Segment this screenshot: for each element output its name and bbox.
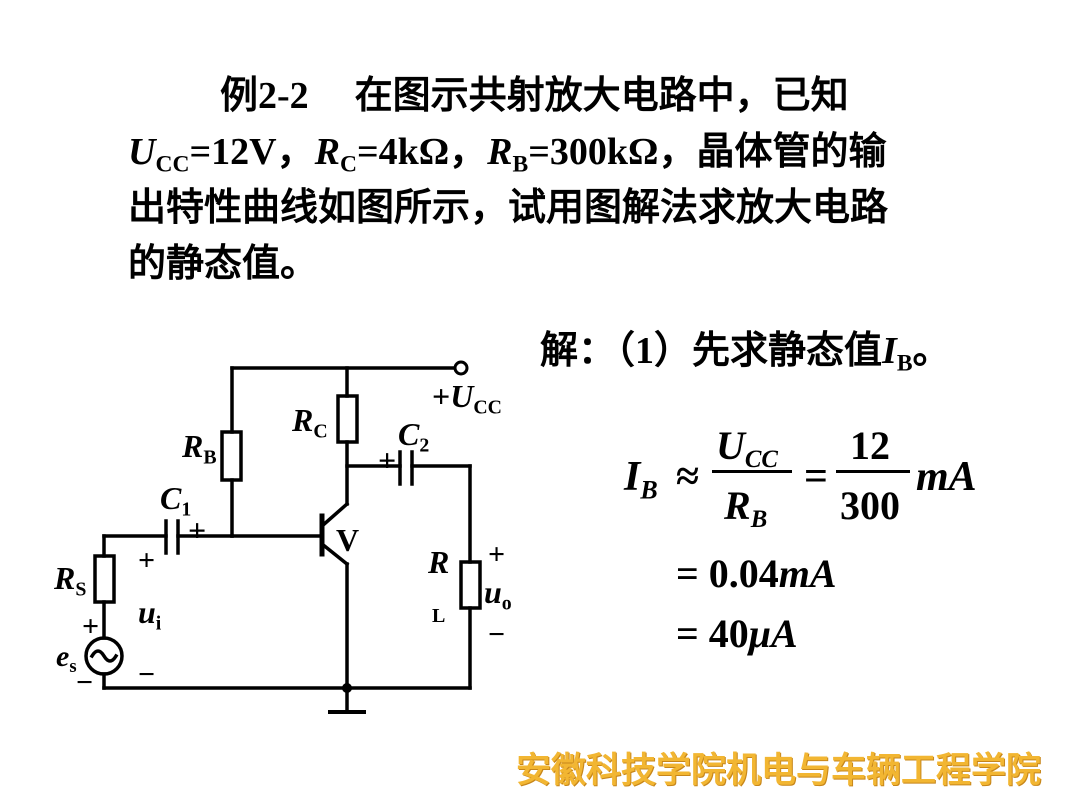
transistor-collector-lead	[319, 501, 350, 529]
ucc-value: =12V，	[189, 131, 315, 173]
c2-label: C2	[398, 416, 430, 457]
rb-value: =300kΩ，	[528, 131, 697, 173]
unit-ma-1: mA	[916, 454, 977, 500]
uo-plus-label: +	[488, 538, 506, 571]
es-plus-label: +	[82, 610, 100, 643]
equals-line-3: = 40μA	[676, 611, 798, 656]
transistor-label: V	[336, 522, 360, 558]
problem-line-2-tail: 晶体管的输	[696, 131, 887, 173]
transistor-emitter-lead	[319, 541, 350, 567]
solution-panel: 解：（1）先求静态值IB。 IB ≈ UCC RB = 12 300 mA = …	[540, 310, 1080, 670]
rc-symbol: R	[314, 131, 340, 173]
c2-polarity-label: +	[378, 442, 397, 478]
problem-line-1: 例2-2 在图示共射放大电路中，已知	[220, 70, 849, 122]
fraction2-numerator: 12	[850, 423, 890, 468]
ground-junction-dot	[342, 683, 352, 693]
rl-label-r: R	[428, 544, 450, 580]
vcc-terminal	[453, 360, 469, 376]
example-label: 例2-2	[220, 75, 309, 117]
vcc-label: +UCC	[432, 378, 502, 419]
rc-label: RC	[292, 402, 328, 443]
ui-plus-label: +	[138, 544, 156, 577]
fraction-denominator: RB	[724, 483, 768, 533]
rs-label: RS	[54, 560, 87, 601]
es-minus-label: −	[76, 666, 94, 699]
rc-subscript: C	[339, 151, 357, 178]
uo-label: uo	[484, 574, 512, 615]
ucc-symbol: U	[128, 131, 156, 173]
fraction-numerator: UCC	[716, 423, 778, 473]
problem-line-3: 出特性曲线如图所示，试用图解法求放大电路	[128, 187, 889, 229]
equals-sign: =	[804, 454, 828, 500]
problem-line-4: 的静态值。	[128, 243, 319, 285]
c1-polarity-label: +	[188, 512, 207, 548]
rb-resistor	[220, 430, 243, 482]
signal-source-wave	[89, 649, 119, 663]
rc-resistor	[336, 394, 359, 444]
institution-footer: 安徽科技学院机电与车辆工程学院	[516, 750, 1042, 791]
ucc-subscript: CC	[155, 151, 190, 178]
rl-label-sub: L	[432, 605, 446, 627]
fraction-bar-2	[836, 470, 910, 473]
fraction-bar-1	[712, 470, 792, 473]
ui-label: ui	[138, 594, 162, 635]
problem-intro: 在图示共射放大电路中，已知	[354, 75, 849, 117]
problem-line-2: UCC=12V，RC=4kΩ，RB=300kΩ，晶体管的输	[128, 126, 886, 191]
c1-label: C1	[160, 480, 192, 521]
uo-minus-label: −	[488, 618, 506, 651]
rb-label: RB	[182, 428, 217, 469]
rs-resistor	[93, 554, 116, 604]
ib-symbol: IB	[624, 454, 658, 505]
amplifier-circuit-diagram: +UCC RC RB C2 + C1 + V RS R L + uo − + u…	[0, 340, 540, 730]
circuit-schematic	[84, 360, 482, 714]
rl-resistor	[459, 560, 482, 610]
rc-value: =4kΩ，	[356, 131, 488, 173]
rb-subscript: B	[512, 151, 529, 178]
approx-sign: ≈	[676, 454, 700, 500]
rb-symbol: R	[487, 131, 513, 173]
equals-line-2: = 0.04mA	[676, 551, 837, 596]
solution-step-1: 解：（1）先求静态值IB。	[540, 330, 951, 377]
es-label: es	[56, 640, 77, 677]
fraction2-denominator: 300	[840, 483, 900, 528]
ui-minus-label: −	[138, 658, 156, 691]
